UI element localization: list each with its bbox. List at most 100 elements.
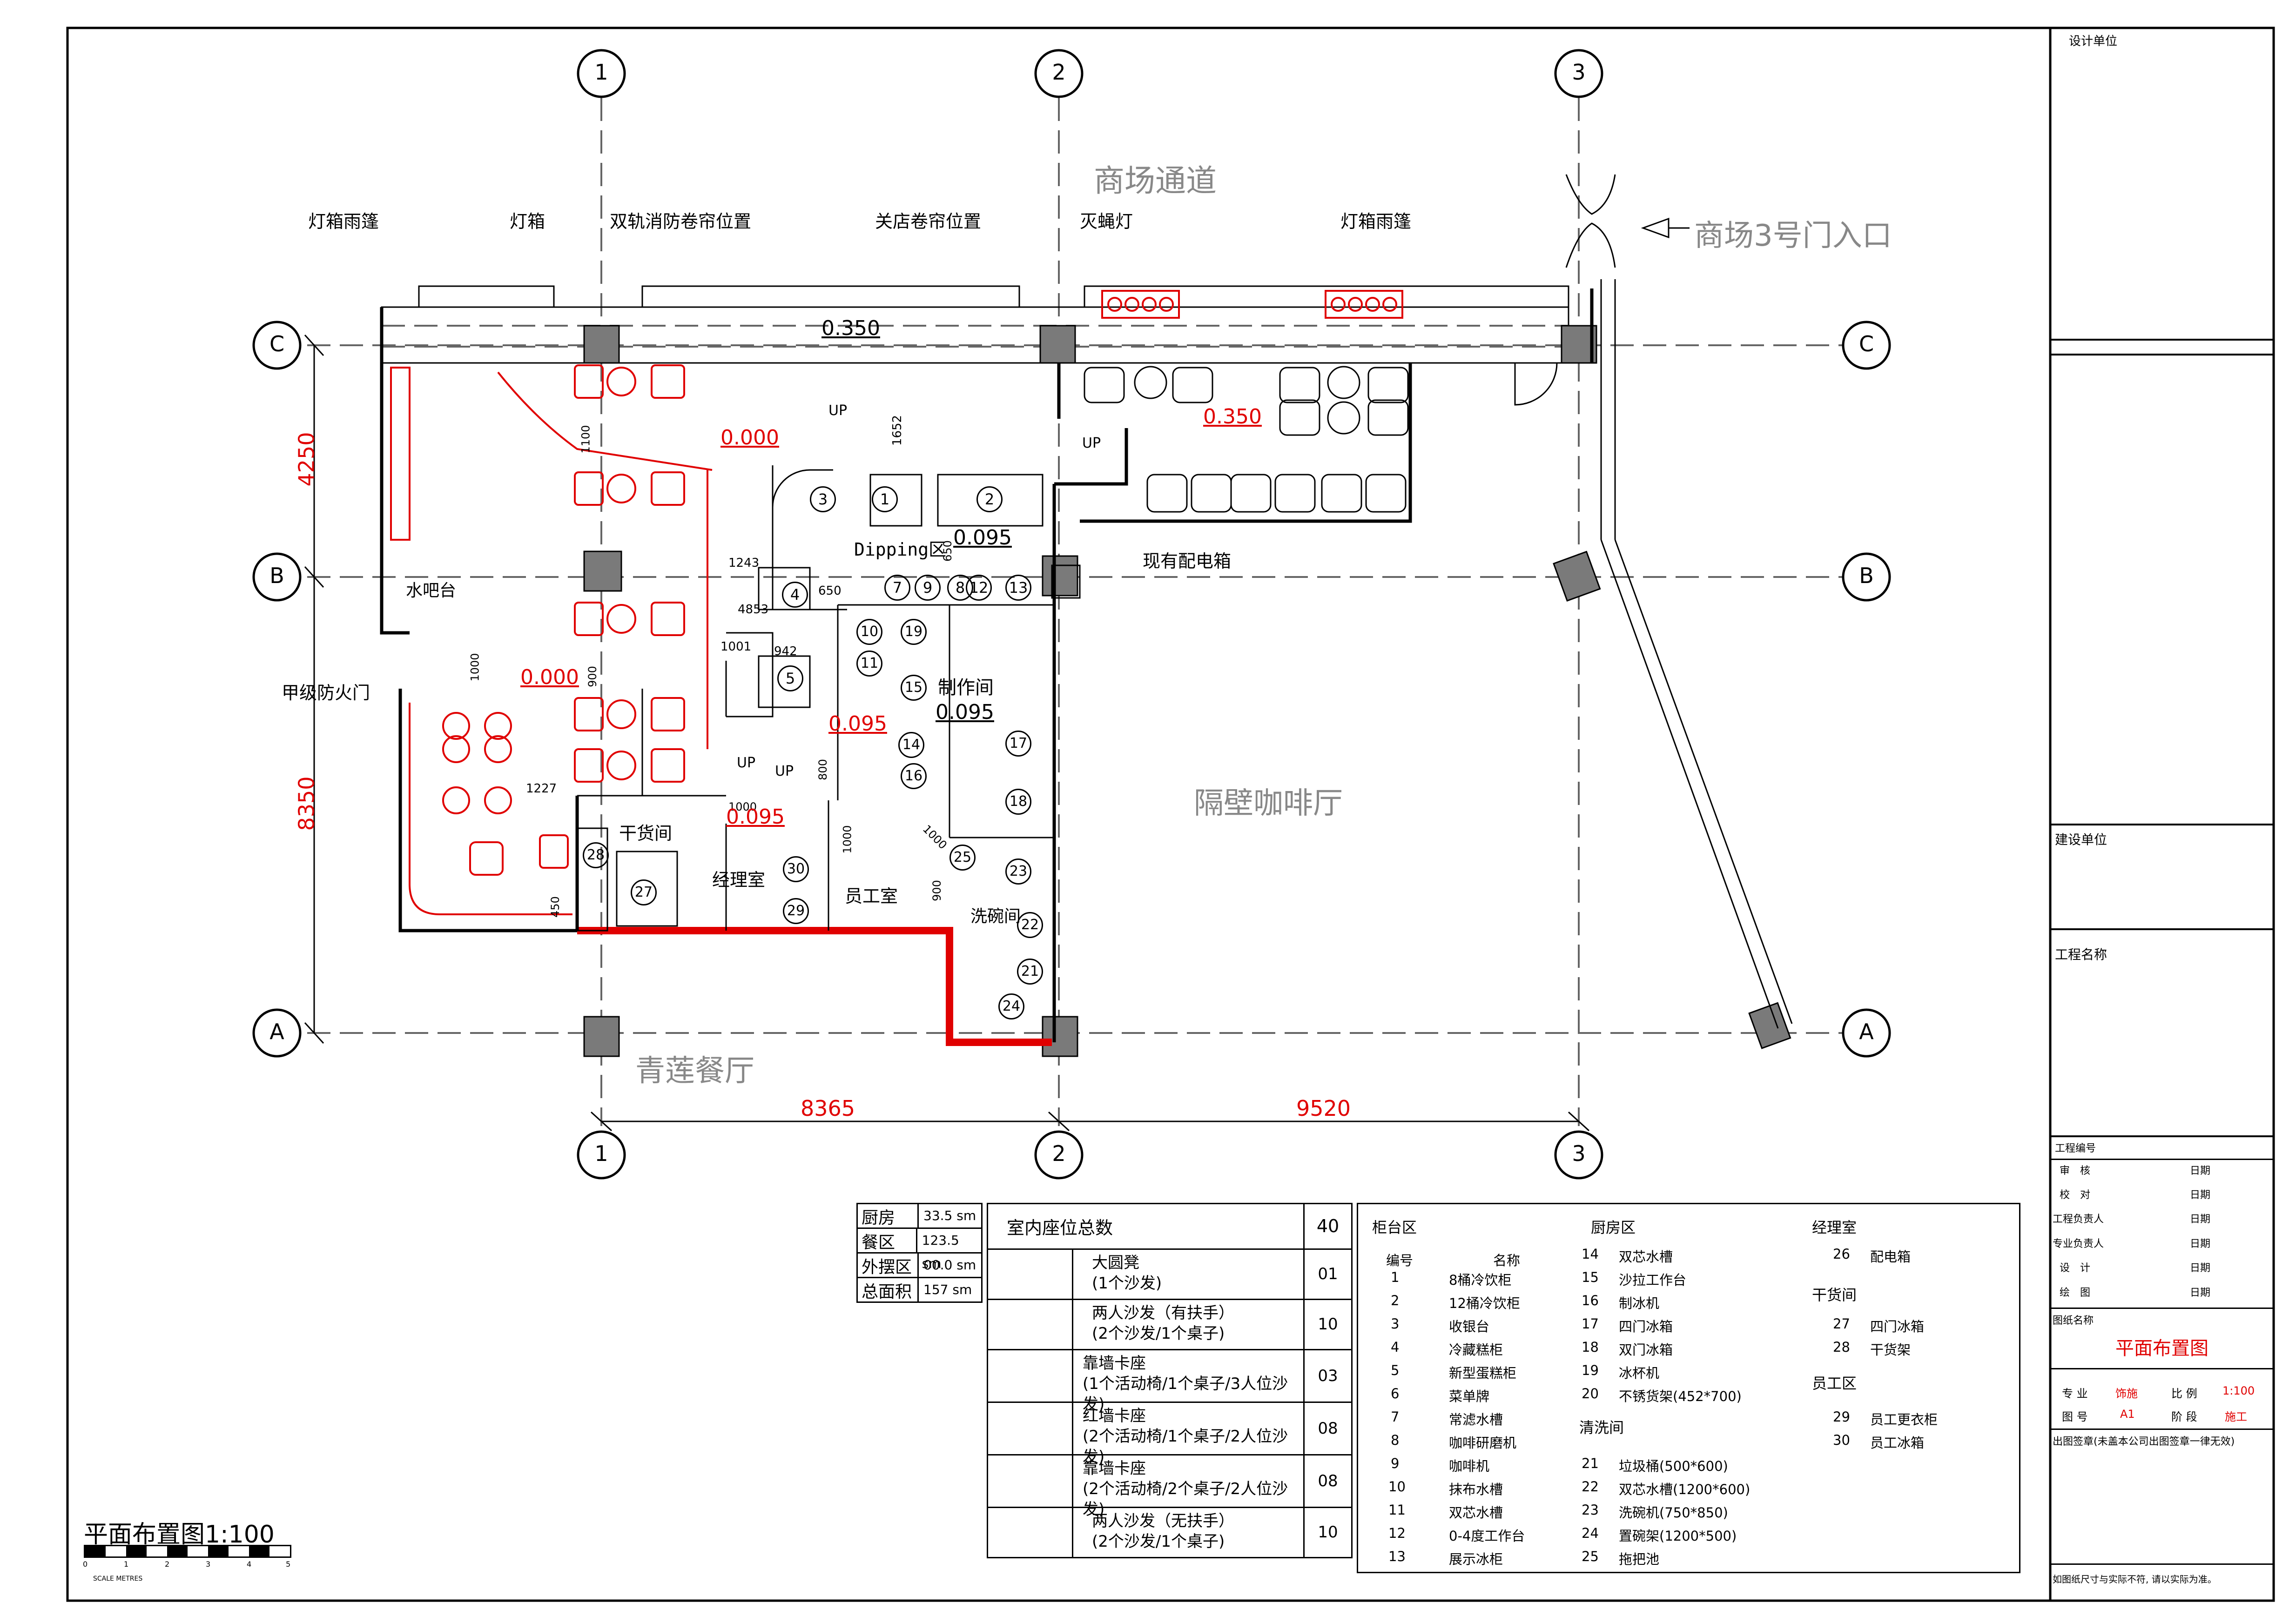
label-mall-corridor: 商场通道	[1094, 163, 1217, 199]
label-manager: 经理室	[712, 870, 766, 890]
equip-name: 0-4度工作台	[1449, 1528, 1525, 1544]
dim-inner: 1000	[841, 825, 854, 854]
label-staff: 员工室	[845, 886, 898, 906]
dim-inner: 1652	[890, 415, 905, 446]
col-name-header: 名称	[1493, 1253, 1521, 1268]
seat-desc: 靠墙卡座(2个活动椅/2个桌子/2人位沙发)	[1083, 1459, 1288, 1519]
equip-no: 16	[1582, 1293, 1599, 1308]
equip-name: 双芯水槽	[1619, 1249, 1673, 1265]
callout-lightbox: 灯箱	[510, 211, 545, 232]
col-no-header: 编号	[1386, 1253, 1414, 1268]
seat-count: 10	[1303, 1300, 1351, 1349]
seat-icon	[988, 1300, 1073, 1349]
tb-major: 饰施	[2115, 1387, 2138, 1400]
tb-stage: 施工	[2225, 1410, 2247, 1423]
tb-check: 校 对	[2060, 1189, 2091, 1201]
tb-client-unit: 建设单位	[2055, 832, 2107, 847]
equip-name: 新型蛋糕柜	[1449, 1365, 1517, 1381]
scale-tick: 3	[206, 1560, 211, 1569]
callout-close-shutter: 关店卷帘位置	[875, 211, 982, 232]
equip-no: 26	[1833, 1246, 1850, 1262]
label-up: UP	[737, 755, 756, 771]
dim-inner: 1227	[526, 782, 557, 796]
title-block: 设计单位 建设单位 工程名称 工程编号 审 核日期 校 对日期 工程负责人日期 …	[2050, 28, 2274, 1601]
seat-icon	[988, 1250, 1073, 1299]
tb-project-no: 工程编号	[2055, 1143, 2096, 1154]
tb-divider	[2050, 1368, 2274, 1369]
equip-mark: 13	[1005, 575, 1031, 601]
equip-no: 4	[1391, 1339, 1400, 1355]
equip-no: 25	[1582, 1549, 1599, 1564]
entrance-door	[1514, 174, 1690, 406]
equip-no: 13	[1388, 1549, 1406, 1564]
equip-mark: 21	[1017, 959, 1043, 985]
tb-date: 日期	[2190, 1165, 2211, 1177]
seat-desc: 两人沙发（无扶手）(2个沙发/1个桌子)	[1092, 1512, 1234, 1551]
equip-no: 28	[1833, 1339, 1850, 1355]
area-row: 外摆区 00.0 sm	[856, 1254, 983, 1278]
equip-mark: 11	[856, 651, 882, 677]
area-name: 餐区	[858, 1229, 917, 1252]
equip-mark: 5	[777, 665, 803, 691]
tb-drawing-name: 平面布置图	[2115, 1338, 2208, 1359]
dim-inner: 650	[818, 584, 842, 598]
seat-row: 红墙卡座(2个活动椅/1个桌子/2人位沙发) 08	[988, 1403, 1351, 1466]
seat-row: 两人沙发（有扶手）(2个沙发/1个桌子) 10	[988, 1300, 1351, 1350]
equip-mark: 12	[966, 575, 992, 601]
tb-divider	[2050, 1159, 2274, 1160]
seat-count: 08	[1303, 1455, 1351, 1507]
area-value: 00.0 sm	[923, 1257, 976, 1273]
equip-name: 8桶冷饮柜	[1449, 1272, 1512, 1288]
seat-count: 10	[1303, 1508, 1351, 1557]
equip-name: 双芯水槽	[1449, 1505, 1503, 1521]
plan-title: 平面布置图1:100	[84, 1521, 275, 1549]
grid-bubbles	[252, 49, 1891, 1180]
area-name: 外摆区	[858, 1254, 919, 1277]
equip-name: 双芯水槽(1200*600)	[1619, 1482, 1751, 1497]
equip-no: 20	[1582, 1386, 1599, 1402]
manager-title: 经理室	[1812, 1219, 1857, 1236]
area-value: 157 sm	[923, 1282, 972, 1297]
tb-divider	[2050, 1429, 2274, 1430]
kitchen-title: 厨房区	[1591, 1219, 1636, 1236]
equip-no: 21	[1582, 1455, 1599, 1471]
equip-no: 7	[1391, 1409, 1400, 1425]
equip-name: 冰杯机	[1619, 1365, 1660, 1381]
dim-inner: 450	[548, 896, 562, 918]
equip-no: 14	[1582, 1246, 1599, 1262]
area-name: 总面积	[858, 1278, 919, 1301]
equip-mark: 22	[1017, 912, 1043, 938]
equip-no: 8	[1391, 1432, 1400, 1448]
seat-total: 40	[1303, 1204, 1351, 1248]
equip-name: 员工冰箱	[1870, 1435, 1925, 1451]
equip-mark: 23	[1005, 858, 1031, 885]
dimension-lines	[304, 334, 1590, 1132]
equip-mark: 17	[1005, 731, 1031, 757]
structural-columns	[583, 325, 1791, 1057]
tb-drawing-name-label: 图纸名称	[2053, 1315, 2094, 1327]
label-up: UP	[828, 402, 848, 419]
equip-no: 5	[1391, 1362, 1400, 1378]
tb-design-unit: 设计单位	[2069, 34, 2118, 48]
tb-divider	[2050, 339, 2274, 341]
equip-name: 12桶冷饮柜	[1449, 1295, 1520, 1311]
equip-no: 9	[1391, 1455, 1400, 1471]
seat-icon	[988, 1350, 1073, 1402]
seat-icon	[988, 1508, 1073, 1557]
red-banquette	[390, 367, 713, 915]
equip-no: 19	[1582, 1362, 1599, 1378]
equip-name: 制冰机	[1619, 1295, 1660, 1311]
counter-title: 柜台区	[1372, 1219, 1417, 1236]
tb-scale: 1:100	[2222, 1384, 2255, 1397]
dim-inner: 1243	[728, 556, 760, 570]
tb-major-label: 专 业	[2062, 1387, 2088, 1400]
tb-design: 设 计	[2060, 1262, 2091, 1274]
seat-desc: 大圆凳(1个沙发)	[1092, 1254, 1162, 1293]
staff-title: 员工区	[1812, 1375, 1857, 1392]
callout-lightbox-canopy-right: 灯箱雨篷	[1340, 211, 1412, 232]
equip-mark: 9	[915, 575, 941, 601]
callout-lightbox-canopy: 灯箱雨篷	[308, 211, 379, 232]
tb-review: 审 核	[2060, 1165, 2091, 1177]
dim-row-b-a: 8350	[294, 776, 319, 831]
